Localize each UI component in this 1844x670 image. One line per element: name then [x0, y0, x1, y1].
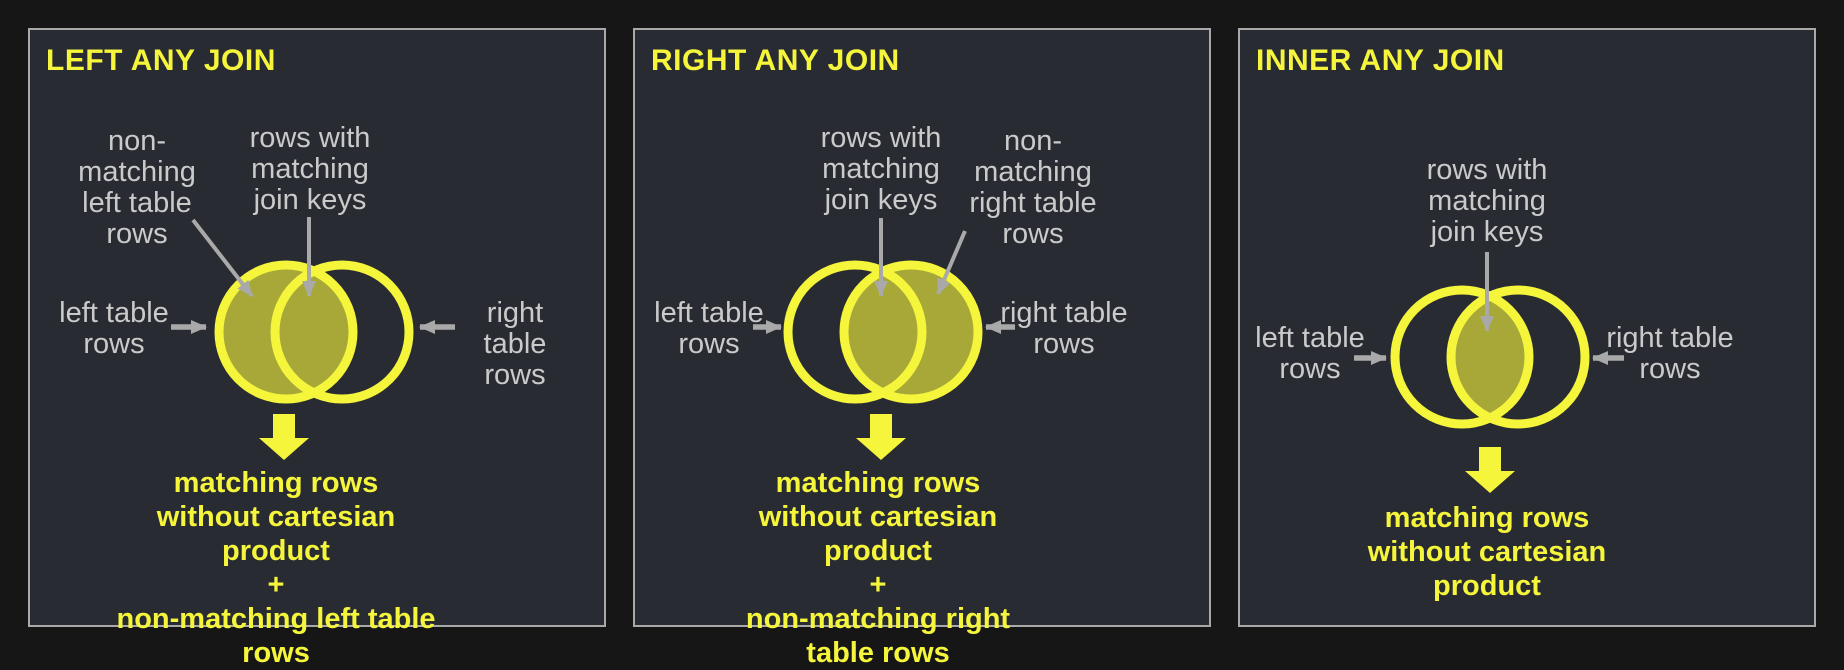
label-left-table-rows: left table rows — [59, 297, 169, 360]
right-circle-fill — [844, 265, 978, 399]
panel-title: LEFT ANY JOIN — [46, 44, 276, 77]
down-arrow-icon — [1465, 447, 1515, 493]
label-right-table-rows: right table rows — [1606, 322, 1734, 385]
pointer-non-matching-left-arrow — [191, 218, 254, 298]
label-non-matching-left: non- matching left table rows — [78, 125, 196, 250]
label-left-table-rows: left table rows — [1255, 322, 1365, 385]
left-circle — [1390, 285, 1534, 429]
venn-diagram-inner-any-join — [1354, 252, 1624, 493]
panel-title: RIGHT ANY JOIN — [651, 44, 900, 77]
pointer-non-matching-right-arrow — [936, 230, 967, 295]
label-non-matching-right: non- matching right table rows — [969, 125, 1097, 250]
down-arrow-icon — [856, 414, 906, 460]
venn-diagram-right-any-join — [753, 218, 1015, 460]
result-text: matching rows without cartesian product … — [745, 467, 1011, 669]
label-matching-join-keys: rows with matching join keys — [1426, 154, 1548, 248]
right-circle — [839, 260, 983, 404]
any-join-diagram-page: { "colors": { "accent_yellow": "#f5f53c"… — [28, 28, 1816, 669]
label-matching-join-keys: rows with matching join keys — [249, 122, 371, 216]
panel-inner-any-join: INNER ANY JOIN rows with matching join k… — [1238, 28, 1816, 627]
label-right-table-rows: right table rows — [1000, 297, 1128, 360]
label-matching-join-keys: rows with matching join keys — [820, 122, 942, 216]
label-right-table-rows: right table rows — [483, 297, 547, 391]
down-arrow-icon — [259, 414, 309, 460]
venn-diagram-left-any-join — [171, 217, 455, 460]
left-circle — [783, 260, 927, 404]
left-circle — [214, 260, 358, 404]
right-circle — [270, 260, 414, 404]
result-text: matching rows without cartesian product — [1367, 502, 1607, 602]
result-text: matching rows without cartesian product … — [116, 467, 436, 669]
label-left-table-rows: left table rows — [654, 297, 764, 360]
panel-right-any-join: RIGHT ANY JOIN rows with matching join k… — [633, 28, 1211, 669]
right-circle — [1446, 285, 1590, 429]
panel-left-any-join: LEFT ANY JOIN non- matching left table r… — [28, 28, 606, 669]
panel-title: INNER ANY JOIN — [1256, 44, 1505, 77]
left-circle-fill — [219, 265, 353, 399]
